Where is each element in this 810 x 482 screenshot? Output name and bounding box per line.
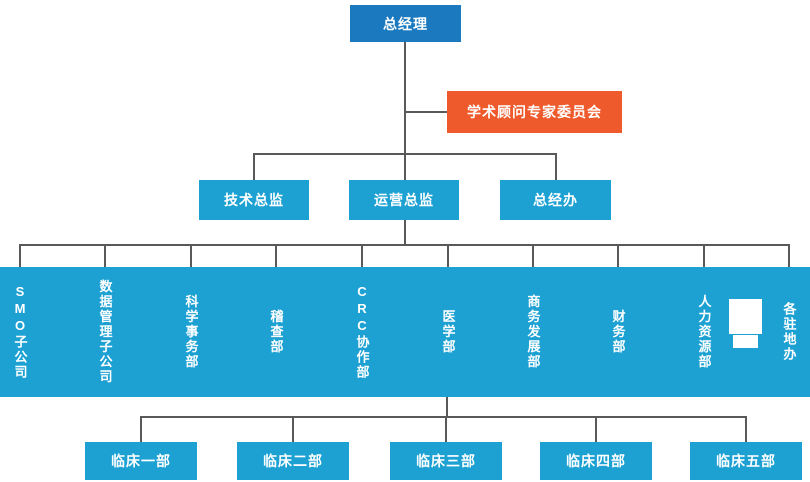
- node-general-manager-office: 总经办: [500, 180, 611, 220]
- white-block-large: [729, 299, 762, 334]
- node-clinical-dept-1: 临床一部: [85, 442, 197, 480]
- node-clinical-dept-2: 临床二部: [237, 442, 349, 480]
- dept-smo-subsidiary: SMO子公司: [12, 284, 28, 380]
- dept-finance: 财务部: [610, 309, 626, 355]
- node-clinical-dept-5: 临床五部: [690, 442, 802, 480]
- node-clinical-dept-4: 临床四部: [540, 442, 652, 480]
- dept-field-offices: 各驻地办: [781, 302, 797, 362]
- dept-scientific-affairs: 科学事务部: [183, 294, 199, 370]
- node-technical-director: 技术总监: [199, 180, 309, 220]
- white-block-small: [733, 335, 758, 348]
- node-academic-advisory-committee: 学术顾问专家委员会: [447, 91, 622, 133]
- dept-audit: 稽查部: [268, 309, 284, 355]
- node-clinical-dept-3: 临床三部: [390, 442, 502, 480]
- departments-band: SMO子公司 数据管理子公司 科学事务部 稽查部 CRC协作部 医学部 商务发展…: [0, 267, 810, 397]
- dept-data-management-subsidiary: 数据管理子公司: [97, 279, 113, 385]
- dept-crc-collaboration: CRC协作部: [354, 284, 370, 380]
- dept-medical: 医学部: [440, 309, 456, 355]
- dept-human-resources: 人力资源部: [696, 294, 712, 370]
- node-general-manager: 总经理: [350, 5, 461, 42]
- node-operations-director: 运营总监: [349, 180, 459, 220]
- dept-business-development: 商务发展部: [525, 294, 541, 370]
